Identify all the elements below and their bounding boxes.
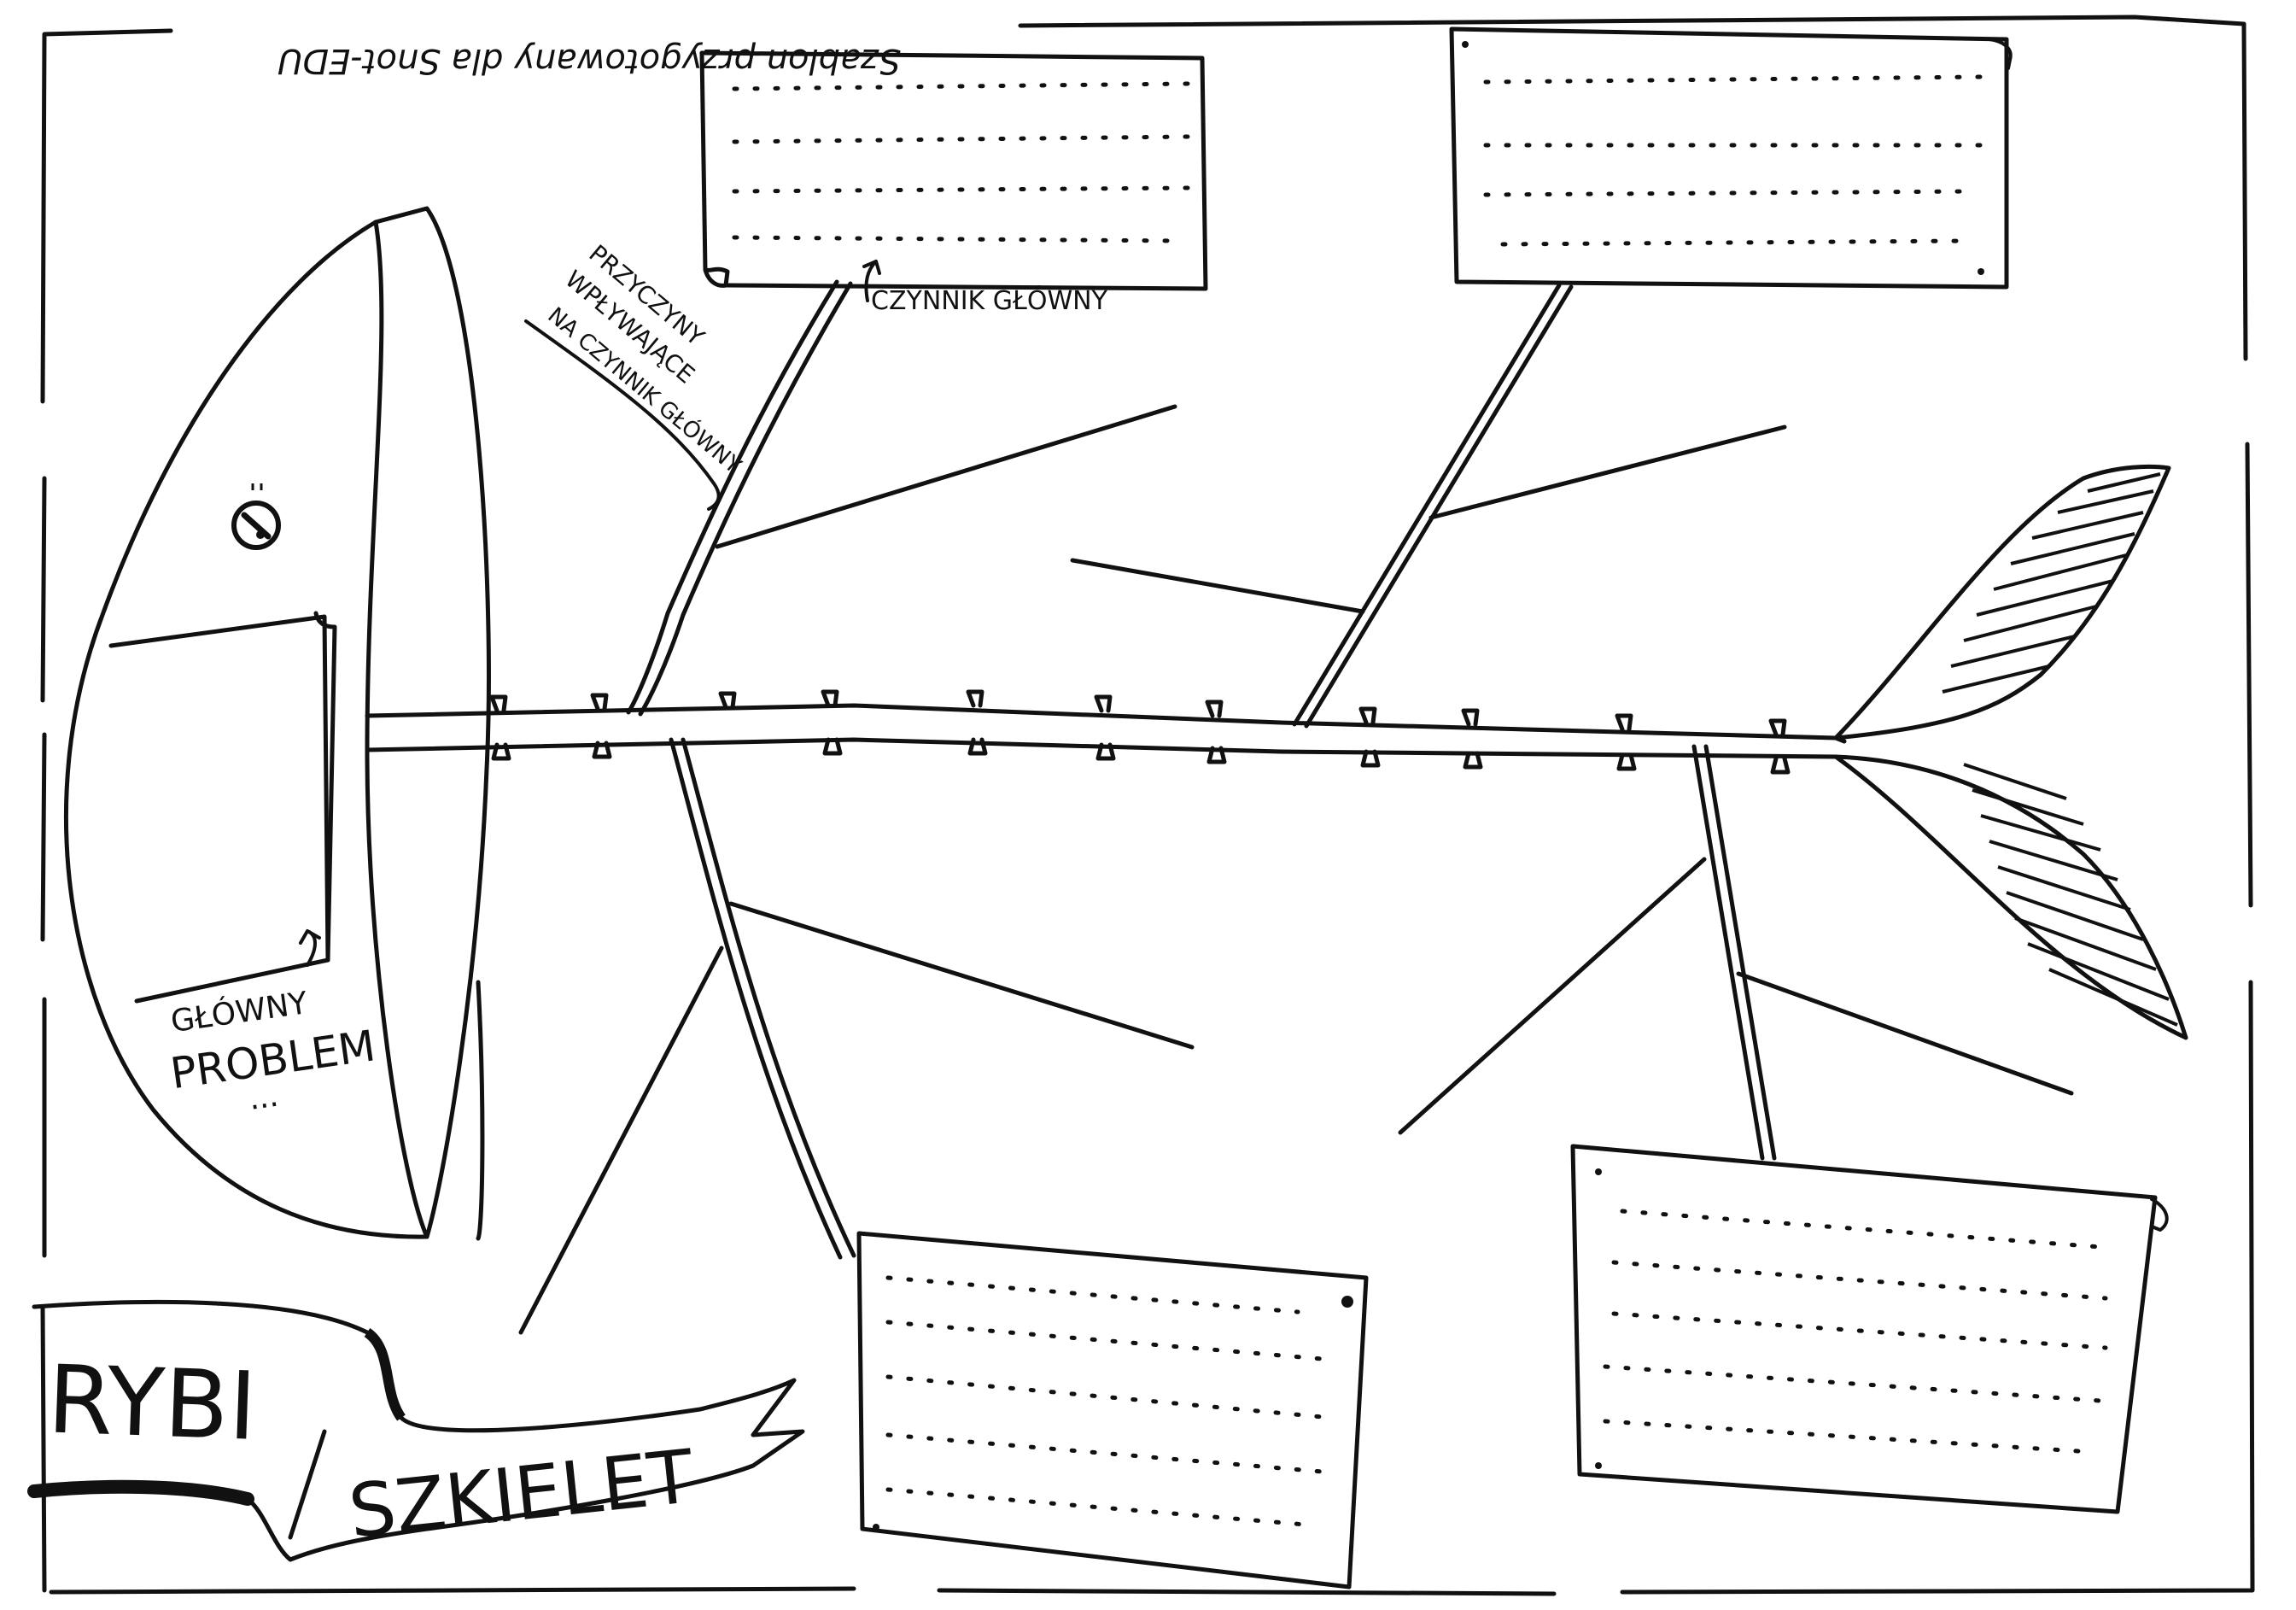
box-line (1605, 1367, 2100, 1401)
factor-box-top-right (1452, 29, 2011, 287)
main-bone-bottom-right (1694, 746, 1774, 1158)
page-border (43, 17, 2252, 1594)
box-line (888, 1435, 1332, 1472)
main-bone-bottom-left (671, 740, 854, 1257)
title-banner: RYBI SZKIELET (34, 1302, 803, 1560)
box-line (1503, 241, 1964, 244)
main-bone-top-right (1294, 285, 1571, 726)
main-problem-label: GŁÓWNY PROBLEM ... (167, 931, 378, 1117)
box-line (1486, 191, 1972, 195)
box-line (734, 237, 1180, 241)
box-line (1622, 1211, 2100, 1247)
box-line (1486, 77, 1981, 82)
title-word2: SZKIELET (345, 1434, 698, 1555)
tail-fin-rays (1943, 474, 2177, 1025)
box-line (734, 84, 1189, 89)
header-credit: Szablon przygotowany dla Snot-EDU (278, 41, 901, 80)
box-line (1605, 1421, 2092, 1452)
factor-box-top-left (702, 53, 1206, 289)
main-problem-dots: ... (247, 1079, 281, 1117)
box-line (888, 1490, 1315, 1525)
fish-eye-icon (234, 483, 278, 547)
factor-box-bottom-left (859, 1233, 1366, 1587)
box-line (1614, 1314, 2106, 1348)
box-line (734, 137, 1189, 142)
influencing-causes-label: PRZYCZYNY WPŁYWAJĄCE NA CZYNNIK GŁÓWNY (526, 239, 747, 509)
box-line (888, 1377, 1332, 1418)
sub-bones (521, 407, 2071, 1332)
box-line (1614, 1262, 2106, 1298)
main-problem-word1: GŁÓWNY (168, 985, 310, 1039)
title-word1: RYBI (46, 1344, 259, 1461)
box-line (888, 1278, 1298, 1312)
fish-tail (1836, 466, 2186, 1038)
box-line (734, 188, 1189, 191)
factor-box-bottom-right (1573, 1146, 2167, 1512)
box-line (888, 1322, 1332, 1360)
